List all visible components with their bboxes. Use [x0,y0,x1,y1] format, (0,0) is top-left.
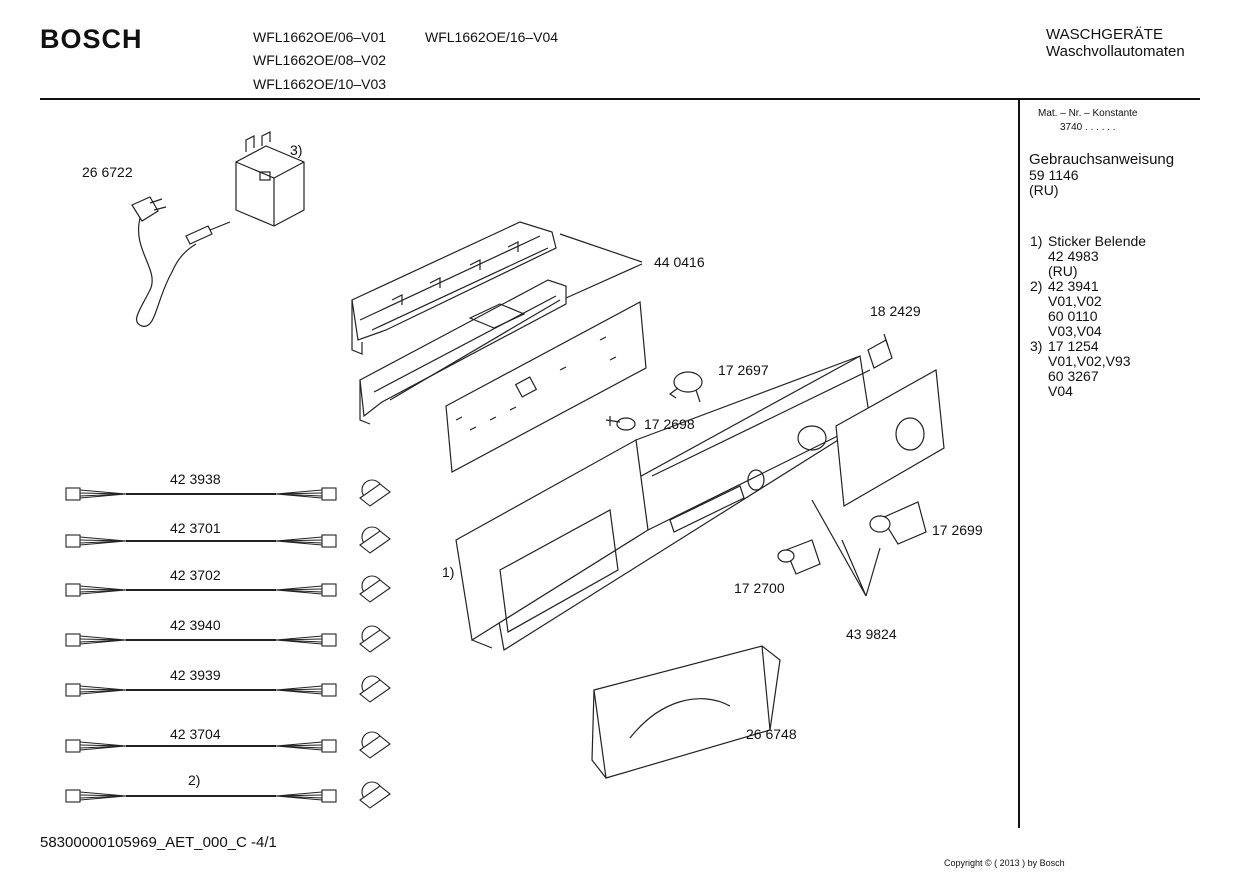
note-line: Sticker Belende [1048,233,1147,249]
part-label: 44 0416 [654,254,705,270]
model-number: WFL1662OE/16–V04 [425,29,559,45]
bracket-drawing [867,333,893,369]
harness-label: 42 3702 [170,567,221,583]
wire-harness-drawing [65,675,391,703]
note-line: 17 1254 [1048,338,1099,354]
part-label: 26 6722 [82,164,133,180]
note-line: V01,V02 [1048,293,1102,309]
dispenser-handle-drawing [591,645,781,779]
part-label: 17 2699 [932,522,983,538]
wire-harness-drawing [65,625,391,653]
control-module-frame-drawing [351,221,557,355]
harness-label: 42 3704 [170,726,221,742]
note-marker: 2) [1030,278,1043,294]
mat-nr-value: 3740 . . . . . . [1060,122,1116,133]
part-label: 17 2700 [734,580,785,596]
circuit-board-drawing [445,301,647,473]
document-id: 58300000105969_AET_000_C -4/1 [40,834,277,851]
category-subtitle: Waschvollautomaten [1046,43,1185,60]
harness-label: 2) [188,772,201,788]
note-line: (RU) [1048,263,1078,279]
control-module-tray-drawing [359,279,567,425]
note-marker: 1) [1030,233,1043,249]
brand-logo: BOSCH [40,24,143,54]
wire-harness-drawing [65,479,391,507]
part-label: 1) [442,564,455,580]
header-divider [40,98,1200,100]
side-panel-divider [1018,100,1020,828]
wire-harness-drawing [65,731,391,759]
model-number: WFL1662OE/06–V01 [253,29,387,45]
note-line: V04 [1048,383,1073,399]
manual-number: 59 1146 [1029,167,1079,183]
selector-knob-drawing [869,501,927,545]
part-label: 17 2698 [644,416,695,432]
manual-title: Gebrauchsanweisung [1029,151,1175,168]
copyright: Copyright © ( 2013 ) by Bosch [944,858,1065,868]
wire-harness-drawing [65,781,391,809]
model-number: WFL1662OE/08–V02 [253,52,387,68]
part-label: 17 2697 [718,362,769,378]
note-line: 60 3267 [1048,368,1099,384]
note-line: 42 4983 [1048,248,1099,264]
harness-label: 42 3940 [170,617,221,633]
part-label: 3) [290,142,303,158]
note-line: V01,V02,V93 [1048,353,1131,369]
mat-nr-label: Mat. – Nr. – Konstante [1038,108,1138,119]
knob-drawing [605,416,636,431]
note-marker: 3) [1030,338,1043,354]
selector-knob-drawing [777,539,821,575]
harness-label: 42 3701 [170,520,221,536]
part-label: 18 2429 [870,303,921,319]
power-cord-drawing [131,196,231,327]
wire-harness-drawing [65,526,391,554]
part-label: 43 9824 [846,626,897,642]
note-line: 60 0110 [1048,308,1098,324]
wire-harness-drawing [65,575,391,603]
note-line: 42 3941 [1048,278,1099,294]
harness-label: 42 3939 [170,667,221,683]
sticker-plate-drawing [835,369,945,507]
knob-drawing [668,371,703,403]
category-title: WASCHGERÄTE [1046,26,1163,43]
harness-label: 42 3938 [170,471,221,487]
note-line: V03,V04 [1048,323,1102,339]
model-number: WFL1662OE/10–V03 [253,76,387,92]
part-label: 26 6748 [746,726,797,742]
suppressor-box-drawing [235,131,305,227]
manual-language: (RU) [1029,182,1059,198]
